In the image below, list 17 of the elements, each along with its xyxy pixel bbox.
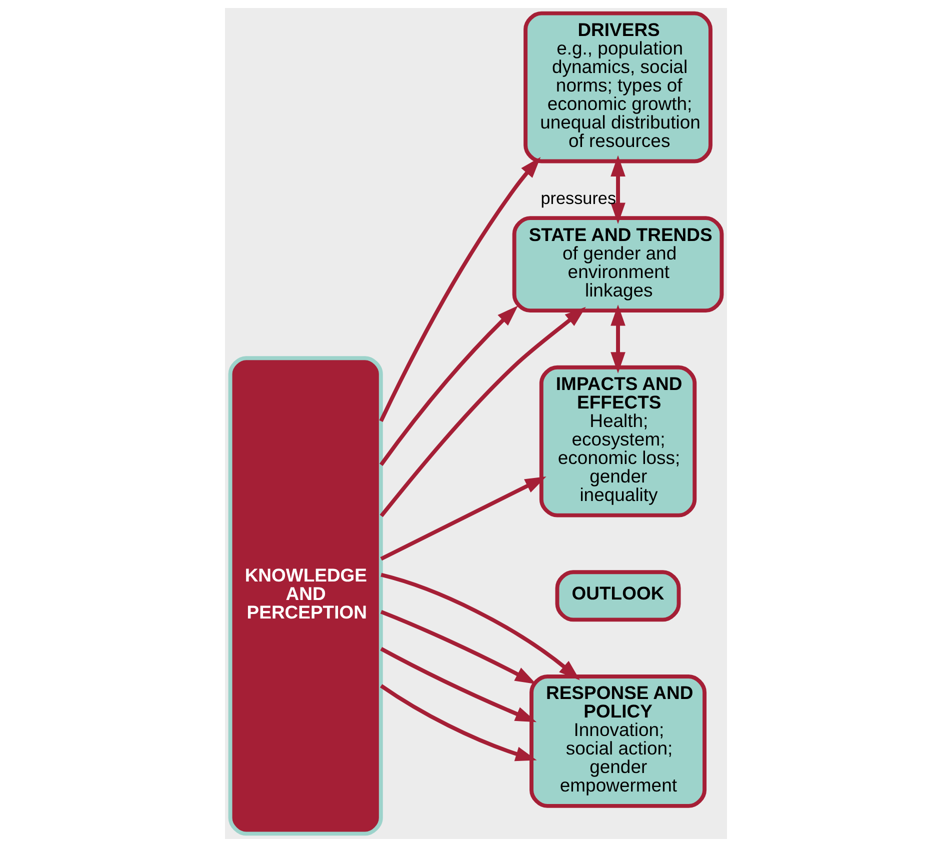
arrow: [379, 306, 586, 518]
arrow: [380, 610, 536, 684]
node-box: STATE AND TRENDS of gender and environment linkages: [512, 216, 724, 313]
arrow: [610, 155, 625, 224]
node-box: OUTLOOK: [554, 570, 680, 622]
arrow: [378, 306, 518, 466]
node-box: IMPACTS AND EFFECTS Health; ecosystem; economic loss; gender inequality: [538, 365, 696, 518]
node-box: DRIVERS e.g., population dynamics, social norms; types of economic growth; unequal distribution of resources: [523, 11, 712, 164]
arrow: [380, 647, 536, 722]
arrow: [380, 684, 536, 762]
arrow: [610, 304, 625, 374]
edge-label: pressures: [540, 188, 616, 208]
node-box: KNOWLEDGE AND PERCEPTION: [228, 356, 382, 836]
arrow: [378, 157, 540, 422]
arrow: [380, 572, 580, 680]
node-box: RESPONSE AND POLICY Innovation; social action; gender empowerment: [529, 674, 706, 808]
arrow: [380, 476, 546, 561]
